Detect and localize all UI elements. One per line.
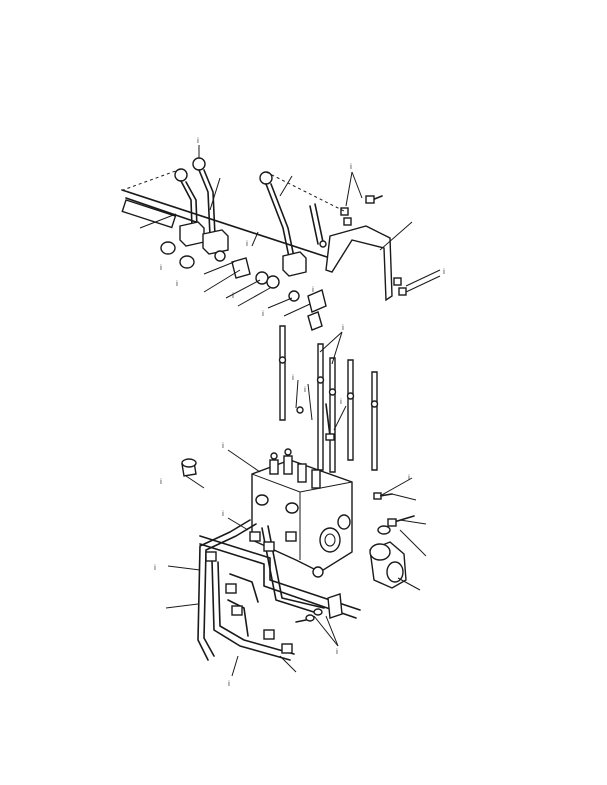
tube-fitting-7 — [263, 541, 275, 552]
callout-4: i — [160, 264, 162, 272]
linkage-rods — [278, 325, 379, 473]
control-valve — [181, 448, 415, 589]
callout-12: i — [160, 478, 162, 486]
mounting-bracket — [325, 225, 393, 302]
tube-fitting-2 — [225, 583, 237, 594]
link-plate-1 — [231, 257, 251, 279]
link-plate-3 — [307, 311, 323, 331]
lever-block-3 — [282, 251, 307, 277]
callout-9: i — [304, 386, 306, 394]
callout-6: i — [232, 292, 234, 300]
clamp-washer-1 — [313, 608, 323, 616]
callout-15: i — [154, 564, 156, 572]
lever-knob-3 — [259, 171, 273, 185]
bushing-2 — [179, 255, 195, 269]
valve-port-mid — [285, 502, 299, 514]
lever-block-2 — [202, 229, 229, 255]
callout-16: i — [336, 648, 338, 656]
callout-20: i — [340, 398, 342, 406]
tube-clamp — [327, 593, 343, 619]
tube-1 — [197, 519, 251, 661]
tube-6 — [229, 573, 259, 603]
callout-7: i — [262, 310, 264, 318]
callout-2: i — [350, 163, 352, 171]
nut-upper-2 — [343, 217, 352, 226]
spool-cap-4 — [311, 469, 321, 489]
linkage-rod-1 — [279, 325, 286, 421]
lever-block-1 — [179, 221, 205, 247]
pivot-shaft — [121, 189, 331, 259]
callout-19: i — [246, 240, 248, 248]
tube-5 — [227, 599, 249, 637]
nut-right-1 — [393, 277, 402, 286]
control-lever-assembly — [121, 157, 407, 331]
small-bolt — [379, 493, 393, 497]
spool-cap-2 — [283, 455, 293, 475]
bushing-4 — [266, 275, 280, 289]
lever-knob-1 — [174, 168, 188, 182]
nut-right-2 — [398, 287, 407, 296]
valve-port-left — [255, 494, 269, 506]
tube-fitting-1 — [205, 551, 217, 562]
link-plate-2 — [307, 289, 327, 313]
tube-4 — [261, 527, 321, 615]
lever-knob-2 — [192, 157, 206, 171]
linkage-rod-5 — [371, 371, 378, 471]
tube-fitting-6 — [249, 531, 261, 542]
callout-14: i — [222, 510, 224, 518]
callout-11: i — [222, 442, 224, 450]
tube-3 — [211, 559, 291, 661]
callout-13: i — [408, 474, 410, 482]
linkage-rod-4 — [347, 359, 354, 461]
callout-labels: i i i i i i i i i i i i i i i i i i i i — [154, 137, 445, 688]
callout-17: i — [228, 680, 230, 688]
valve-bolt — [393, 515, 415, 523]
callout-1: i — [197, 137, 199, 145]
washer-3 — [288, 290, 300, 302]
leader-lines — [139, 145, 441, 677]
clamp-washer-2 — [305, 614, 315, 622]
washer-1 — [214, 250, 226, 262]
clevis-pin — [325, 433, 335, 441]
tube-fitting-5 — [281, 643, 293, 654]
clamp-bolt — [295, 619, 307, 623]
tube-fitting-3 — [231, 605, 243, 616]
valve-port-upper — [337, 514, 351, 530]
fitting-washer — [377, 525, 391, 535]
valve-port-large — [319, 527, 341, 553]
bushing-1 — [160, 241, 176, 255]
control-lever-2 — [198, 169, 211, 237]
tube-fitting-4 — [263, 629, 275, 640]
callout-3: i — [443, 268, 445, 276]
shaft-sleeve — [121, 199, 177, 229]
long-bolt — [309, 205, 319, 245]
linkage-rod-3 — [329, 357, 336, 473]
callout-8: i — [292, 374, 294, 382]
bushing-3 — [255, 271, 269, 285]
callout-10: i — [342, 324, 344, 332]
fitting-nut — [312, 566, 324, 578]
callout-5: i — [176, 280, 178, 288]
tube-fitting-8 — [285, 531, 297, 542]
nut-upper-1 — [340, 207, 349, 216]
hydraulic-tube-assembly — [197, 519, 361, 661]
linkage-rod-2 — [317, 343, 324, 471]
spool-cap-1 — [269, 459, 279, 475]
spool-cap-3 — [297, 463, 307, 483]
callout-18: i — [312, 286, 314, 294]
control-lever-3 — [265, 183, 291, 263]
